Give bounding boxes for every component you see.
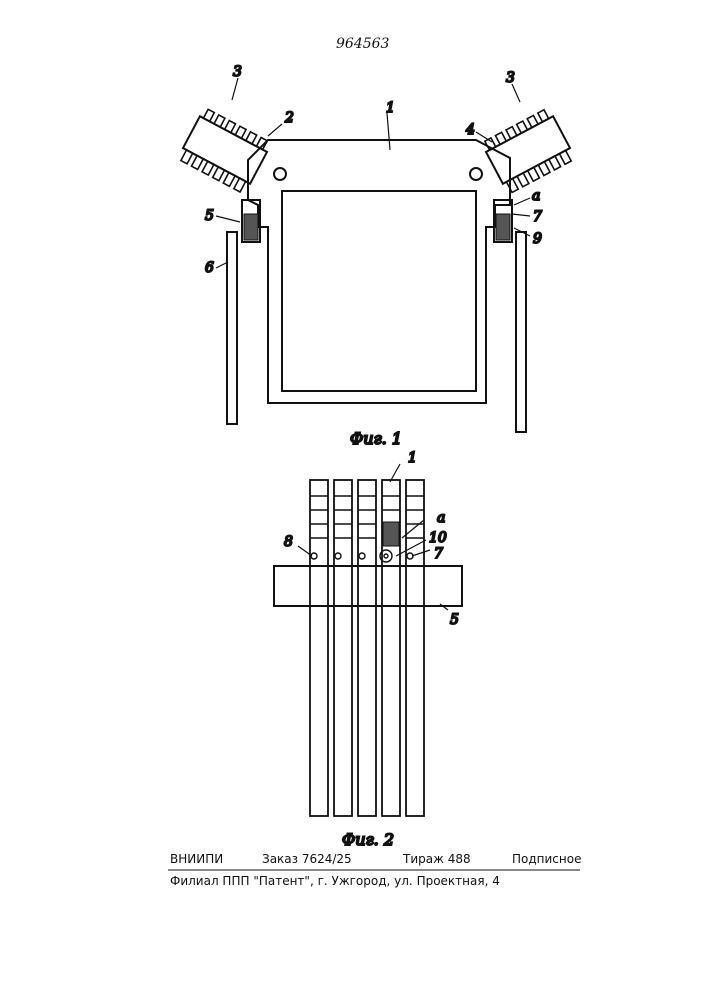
fig2-label-a: а	[437, 510, 445, 526]
fig1-label-1: 1	[386, 100, 395, 116]
fig1-label-2: 2	[284, 110, 294, 126]
fig1-label-3-left: 3	[233, 64, 242, 80]
figure-1: 3 2 1 3 4 а 7 9 5 6 Фиг. 1	[177, 64, 575, 448]
fig1-label-9: 9	[533, 231, 542, 247]
fig1-hole-left	[274, 168, 286, 180]
fig2-caption: Фиг. 2	[342, 830, 394, 849]
fig1-label-5: 5	[205, 208, 214, 224]
imprint-org: ВНИИПИ	[170, 852, 223, 866]
fig2-crossbar	[274, 566, 462, 606]
fig1-label-4: 4	[465, 122, 475, 138]
imprint-subscription: Подписное	[512, 852, 581, 866]
fig2-label-8: 8	[284, 534, 293, 550]
fig1-label-a: а	[532, 188, 540, 204]
imprint-order: Заказ 7624/25	[262, 852, 352, 866]
fig1-hole-right	[470, 168, 482, 180]
fig1-right-rail	[516, 232, 526, 432]
fig1-label-3-right: 3	[506, 70, 515, 86]
fig2-label-5: 5	[450, 612, 459, 628]
imprint-address: Филиал ППП "Патент", г. Ужгород, ул. Про…	[170, 874, 500, 888]
imprint-circulation: Тираж 488	[403, 852, 471, 866]
fig1-caption: Фиг. 1	[350, 429, 402, 448]
figure-2: 1 а 10 8 7 5 Фиг. 2	[274, 450, 462, 849]
fig1-label-6: 6	[205, 260, 214, 276]
fig2-hatched-element	[383, 522, 399, 546]
fig2-label-7: 7	[434, 546, 443, 562]
fig1-label-7: 7	[533, 209, 542, 225]
fig2-bars	[310, 480, 424, 816]
fig2-label-10: 10	[429, 530, 447, 546]
fig1-body-outline	[248, 140, 510, 403]
fig1-inner-window	[282, 191, 476, 391]
fig1-left-rail	[227, 232, 237, 424]
fig2-label-1: 1	[408, 450, 417, 466]
